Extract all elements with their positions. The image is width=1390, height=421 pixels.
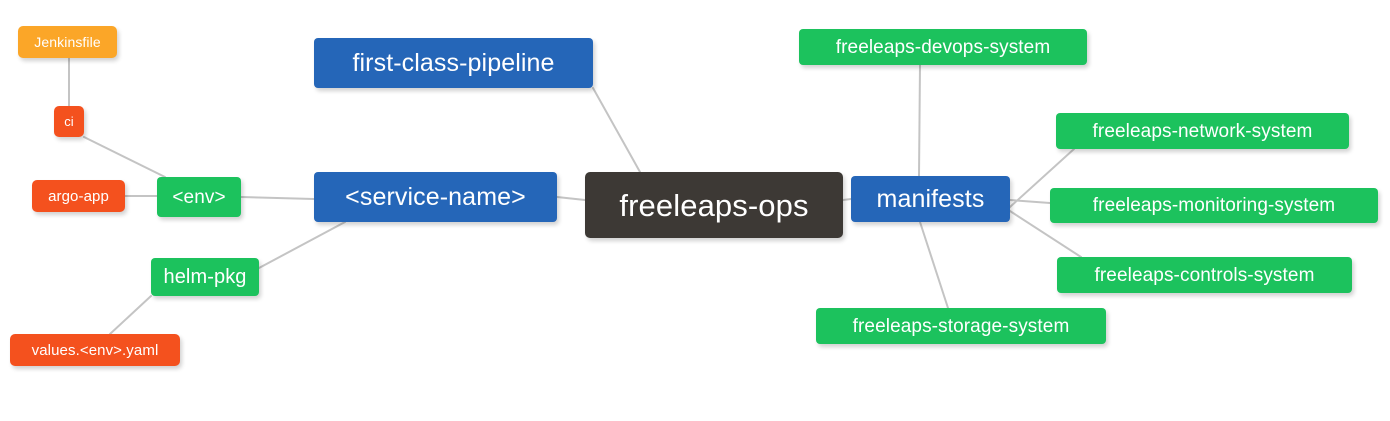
mindmap-node-freeleaps-devops-system[interactable]: freeleaps-devops-system (799, 29, 1087, 65)
mindmap-node-freeleaps-storage-system[interactable]: freeleaps-storage-system (816, 308, 1106, 344)
mindmap-node-freeleaps-network-system[interactable]: freeleaps-network-system (1056, 113, 1349, 149)
mindmap-node-freeleaps-ops[interactable]: freeleaps-ops (585, 172, 843, 238)
mindmap-node-first-class-pipeline[interactable]: first-class-pipeline (314, 38, 593, 88)
edge-ci-to-env (83, 136, 166, 178)
edge-manifests-to-freeleaps-devops-system (918, 64, 921, 177)
edge-freeleaps-ops-to-manifests (842, 198, 852, 201)
mindmap-node-manifests[interactable]: manifests (851, 176, 1010, 222)
edge-manifests-to-freeleaps-storage-system (919, 221, 949, 309)
mindmap-node-service-name[interactable]: <service-name> (314, 172, 557, 222)
mindmap-node-freeleaps-monitoring-system[interactable]: freeleaps-monitoring-system (1050, 188, 1378, 223)
mindmap-node-ci[interactable]: ci (54, 106, 84, 137)
mindmap-node-env[interactable]: <env> (157, 177, 241, 217)
edge-env-to-service-name (240, 196, 315, 200)
mindmap-node-values-env-yaml[interactable]: values.<env>.yaml (10, 334, 180, 366)
edge-service-name-to-freeleaps-ops (556, 196, 586, 201)
edge-helm-pkg-to-values-env-yaml (109, 295, 152, 335)
edge-first-class-pipeline-to-freeleaps-ops (592, 87, 641, 173)
mindmap-node-helm-pkg[interactable]: helm-pkg (151, 258, 259, 296)
mindmap-node-freeleaps-controls-system[interactable]: freeleaps-controls-system (1057, 257, 1352, 293)
mindmap-node-jenkinsfile[interactable]: Jenkinsfile (18, 26, 117, 58)
mindmap-node-argo-app[interactable]: argo-app (32, 180, 125, 212)
edge-manifests-to-freeleaps-monitoring-system (1009, 199, 1051, 204)
edge-service-name-to-helm-pkg (258, 221, 346, 269)
